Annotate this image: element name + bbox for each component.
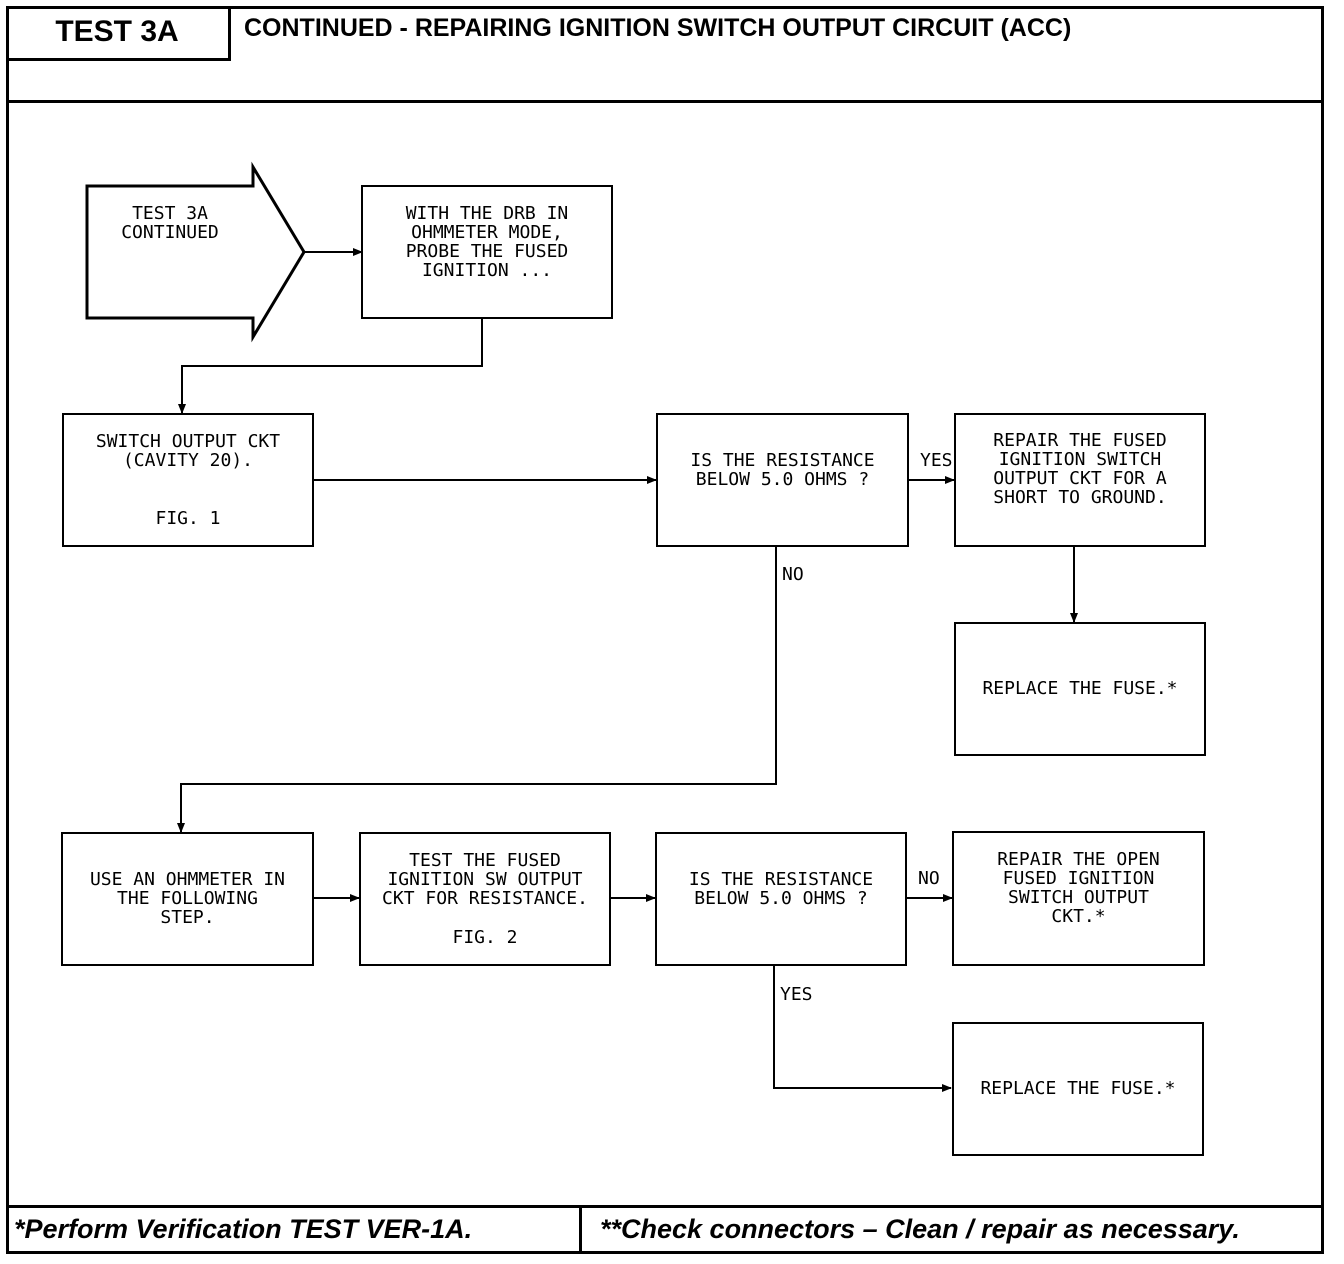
replace-fuse2-text: REPLACE THE FUSE.* [980, 1078, 1176, 1099]
probe-box [361, 185, 613, 319]
replace-fuse1-box [954, 622, 1206, 756]
footer-left-note: *Perform Verification TEST VER-1A. [14, 1214, 473, 1244]
replace-fuse2-box [952, 1022, 1204, 1156]
test-id: TEST 3A [6, 6, 231, 61]
repair-short-box [954, 413, 1206, 547]
decision1-text: IS THE RESISTANCE BELOW 5.0 OHMS ? [690, 450, 875, 490]
footer-separator [579, 1205, 582, 1254]
use-ohmmeter-text: USE AN OHMMETER IN THE FOLLOWING STEP. [89, 869, 286, 928]
decision2-no-label: NO [918, 868, 940, 889]
start-node-label: TEST 3A CONTINUED [121, 203, 219, 243]
decision2-text: IS THE RESISTANCE BELOW 5.0 OHMS ? [688, 869, 874, 909]
footer-right-note: **Check connectors – Clean / repair as n… [600, 1214, 1240, 1244]
edge-probe-switch [178, 318, 483, 414]
decision1-box [656, 413, 909, 547]
decision2-box [655, 832, 907, 966]
repair-open-text: REPAIR THE OPEN FUSED IGNITION SWITCH OU… [997, 849, 1160, 927]
test-fig-label: FIG. 2 [452, 927, 518, 948]
page-title: CONTINUED - REPAIRING IGNITION SWITCH OU… [244, 14, 1072, 42]
decision1-no-label: NO [782, 564, 804, 585]
use-ohmmeter-box [61, 832, 314, 966]
decision2-yes-label: YES [780, 984, 813, 1005]
edge-decision2-yes [773, 965, 952, 1092]
probe-text: WITH THE DRB IN OHMMETER MODE, PROBE THE… [405, 203, 569, 281]
header-divider [6, 100, 1324, 103]
test-fused-box [359, 832, 611, 966]
repair-open-box [952, 831, 1205, 966]
test-fused-text: TEST THE FUSED IGNITION SW OUTPUT CKT FO… [382, 850, 588, 909]
edge-decision1-no [177, 546, 777, 833]
replace-fuse1-text: REPLACE THE FUSE.* [982, 678, 1178, 699]
switch-fig-label: FIG. 1 [155, 508, 221, 529]
switch-ckt-box [62, 413, 314, 547]
switch-ckt-text: SWITCH OUTPUT CKT (CAVITY 20). [95, 431, 281, 471]
start-arrow-shape [85, 161, 306, 343]
diagram-frame [6, 6, 1324, 1254]
decision1-yes-label: YES [920, 450, 953, 471]
footer-divider [6, 1205, 1324, 1208]
repair-short-text: REPAIR THE FUSED IGNITION SWITCH OUTPUT … [993, 430, 1167, 508]
